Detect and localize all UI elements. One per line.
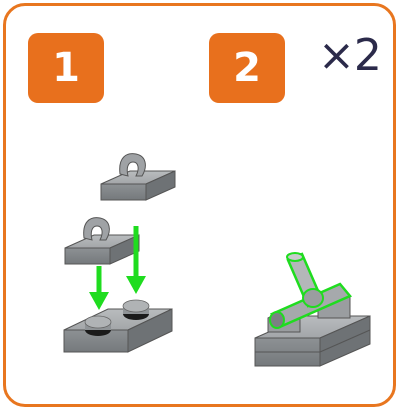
quantity-multiplier: ×2	[318, 30, 382, 81]
down-arrow-icon	[126, 226, 146, 294]
plate-1x2-icon	[63, 299, 173, 353]
down-arrow-icon	[89, 266, 109, 310]
step-number-badge-1: 1	[28, 33, 104, 103]
step-number-2: 2	[233, 45, 261, 91]
step-number-1: 1	[52, 45, 80, 91]
bar-assembly-icon	[254, 252, 371, 367]
clip-plate-icon	[100, 153, 176, 201]
step-number-badge-2: 2	[209, 33, 285, 103]
clip-plate-icon	[64, 217, 140, 265]
